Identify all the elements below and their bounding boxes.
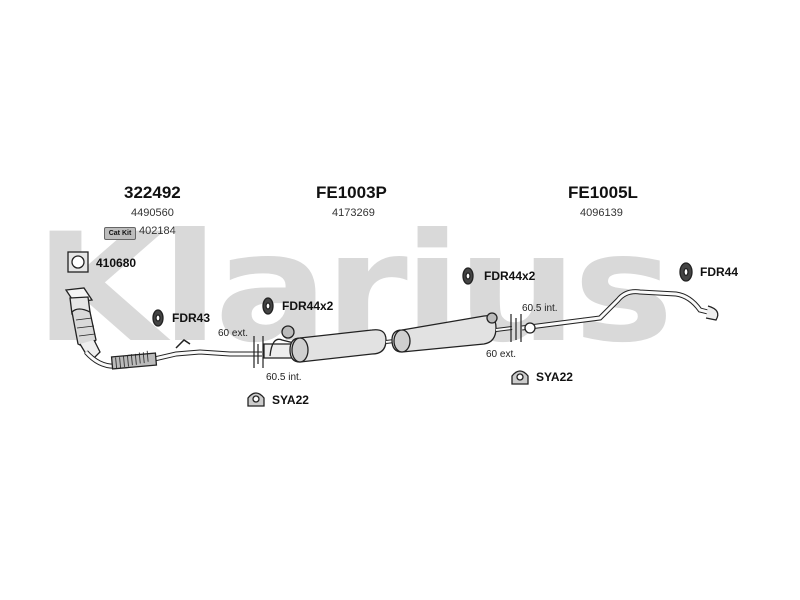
front-ext-dimension: 60 ext. xyxy=(218,328,249,339)
part-number-fe1005l: FE1005L xyxy=(568,183,638,202)
sya22-front-clamp-icon xyxy=(247,392,265,407)
fdr43-mount-icon xyxy=(152,309,164,327)
part-number-322492: 322492 xyxy=(124,183,181,202)
oe-number-fe1003p: 4173269 xyxy=(332,207,375,219)
oe-number-fe1005l: 4096139 xyxy=(580,207,623,219)
intermediate-silencer xyxy=(391,312,513,353)
centre-silencer xyxy=(263,325,403,363)
cat-kit-number: 402184 xyxy=(139,225,176,237)
fdr43-label: FDR43 xyxy=(172,311,211,325)
fdr44x2-rear-label: FDR44x2 xyxy=(484,269,536,283)
gasket-icon xyxy=(67,251,89,273)
catalytic-converter xyxy=(64,287,101,359)
sya22-rear-label: SYA22 xyxy=(536,370,573,384)
fdr44x2-front-mount-icon xyxy=(262,297,274,315)
front-int-dimension: 60.5 int. xyxy=(266,372,302,383)
cat-kit-badge: Cat Kit xyxy=(104,227,136,240)
part-number-fe1003p: FE1003P xyxy=(316,183,387,202)
front-pipe xyxy=(84,339,262,370)
sya22-front-label: SYA22 xyxy=(272,393,309,407)
rear-ext-dimension: 60 ext. xyxy=(486,349,517,360)
front-joint xyxy=(253,336,264,368)
fdr44x2-rear-mount-icon xyxy=(462,267,474,285)
rear-int-dimension: 60.5 int. xyxy=(522,303,558,314)
oe-number-322492: 4490560 xyxy=(131,207,174,219)
sya22-rear-clamp-icon xyxy=(511,370,529,385)
fdr44-label: FDR44 xyxy=(700,265,739,279)
flexi-section xyxy=(110,350,158,370)
tailpipe xyxy=(521,289,719,334)
fdr44x2-front-label: FDR44x2 xyxy=(282,299,334,313)
rear-joint xyxy=(510,314,522,342)
gasket-part-number: 410680 xyxy=(96,256,137,270)
fdr44-mount-icon xyxy=(679,262,693,282)
